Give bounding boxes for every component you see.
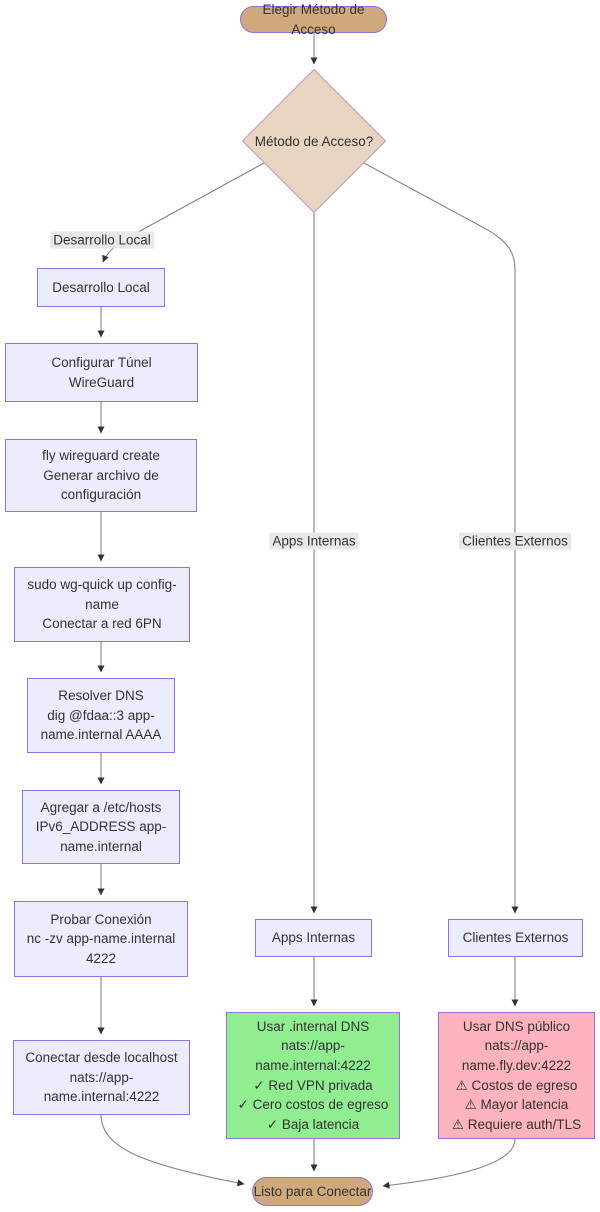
- node-conectar-localhost-label: Conectar desde localhost nats://app- nam…: [25, 1050, 178, 1105]
- node-usar-internal-dns-label: Usar .internal DNS nats://app- name.inte…: [237, 1018, 389, 1132]
- node-wireguard-create-label: fly wireguard create Generar archivo de …: [42, 448, 160, 503]
- node-resolver-dns: Resolver DNS dig @fdaa::3 app- name.inte…: [27, 678, 175, 753]
- node-decision: Método de Acceso?: [244, 131, 384, 151]
- node-decision-label: Método de Acceso?: [254, 133, 374, 149]
- node-probar-conexion-label: Probar Conexión nc -zv app-name.internal…: [26, 911, 176, 966]
- node-start-label: Elegir Método de Acceso: [262, 1, 365, 37]
- node-wireguard-create: fly wireguard create Generar archivo de …: [5, 439, 197, 512]
- node-usar-dns-publico: Usar DNS público nats://app- name.fly.de…: [438, 1012, 595, 1139]
- node-end: Listo para Conectar: [252, 1177, 373, 1206]
- node-start: Elegir Método de Acceso: [240, 2, 387, 37]
- node-clientes-externos-label: Clientes Externos: [462, 930, 569, 946]
- node-etc-hosts: Agregar a /etc/hosts IPv6_ADDRESS app- n…: [22, 790, 180, 864]
- edge-decision-clientes: [363, 162, 519, 914]
- node-conectar-localhost: Conectar desde localhost nats://app- nam…: [13, 1040, 190, 1115]
- node-resolver-dns-label: Resolver DNS dig @fdaa::3 app- name.inte…: [40, 688, 162, 743]
- node-end-label: Listo para Conectar: [253, 1183, 372, 1199]
- edge-label-apps-internas: Apps Internas: [269, 532, 359, 550]
- node-wg-quick: sudo wg-quick up config- name Conectar a…: [14, 567, 190, 642]
- node-apps-internas-label: Apps Internas: [271, 930, 356, 946]
- node-etc-hosts-label: Agregar a /etc/hosts IPv6_ADDRESS app- n…: [35, 799, 167, 854]
- edge-label-desarrollo-local: Desarrollo Local: [50, 231, 154, 249]
- edge-pink-end: [382, 1138, 516, 1189]
- edge-label-clientes-externos: Clientes Externos: [459, 532, 571, 550]
- node-clientes-externos: Clientes Externos: [448, 919, 583, 957]
- node-desarrollo-local: Desarrollo Local: [37, 268, 165, 307]
- node-probar-conexion: Probar Conexión nc -zv app-name.internal…: [14, 901, 188, 977]
- node-desarrollo-local-label: Desarrollo Local: [52, 279, 150, 295]
- node-configurar-tunel: Configurar Túnel WireGuard: [5, 343, 198, 402]
- node-configurar-tunel-label: Configurar Túnel WireGuard: [51, 354, 152, 390]
- node-wg-quick-label: sudo wg-quick up config- name Conectar a…: [27, 577, 177, 632]
- node-usar-internal-dns: Usar .internal DNS nats://app- name.inte…: [226, 1012, 400, 1139]
- node-apps-internas: Apps Internas: [255, 919, 372, 957]
- node-usar-dns-publico-label: Usar DNS público nats://app- name.fly.de…: [451, 1018, 582, 1132]
- edge-conectar-end: [100, 1114, 245, 1187]
